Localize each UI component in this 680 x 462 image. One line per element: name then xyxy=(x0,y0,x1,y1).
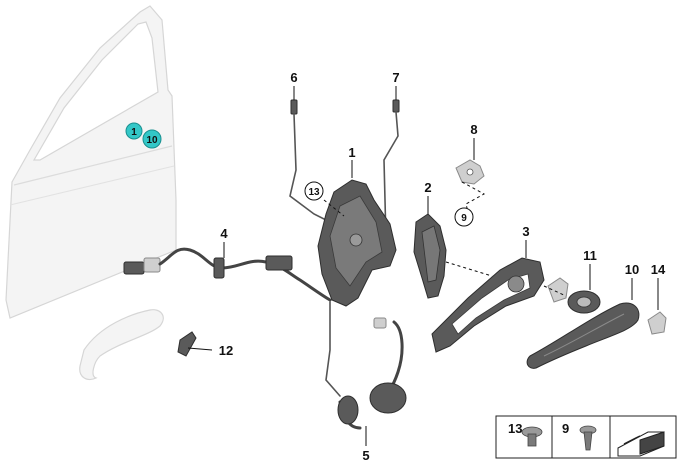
part-1-door-lock xyxy=(317,160,397,307)
callout-5[interactable]: 5 xyxy=(362,448,369,462)
svg-text:1: 1 xyxy=(131,127,137,138)
svg-text:13: 13 xyxy=(308,187,320,198)
screw-13-icon xyxy=(521,426,543,447)
fastener-symbol-icon xyxy=(617,431,665,457)
callout-7[interactable]: 7 xyxy=(392,70,399,85)
part-3-handle-carrier xyxy=(431,240,545,353)
callout-9[interactable]: 9 xyxy=(454,207,474,227)
callout-10[interactable]: 10 xyxy=(625,262,639,277)
door-badge-10[interactable]: 10 xyxy=(142,129,162,149)
outer-handle-ghost xyxy=(79,309,164,381)
part-10-outer-handle xyxy=(526,278,640,369)
part-14-cap xyxy=(647,278,667,335)
part-7-rod xyxy=(383,86,400,241)
part-12-clip xyxy=(177,331,213,357)
part-8-catch-bracket xyxy=(455,138,486,213)
legend-item-9-label: 9 xyxy=(562,421,569,436)
part-5-cable-grommet xyxy=(325,301,407,446)
screw-9-icon xyxy=(579,425,597,451)
callout-1[interactable]: 1 xyxy=(348,145,355,160)
door-badge-1[interactable]: 1 xyxy=(125,122,143,140)
callout-8[interactable]: 8 xyxy=(470,122,477,137)
callout-13[interactable]: 13 xyxy=(304,181,324,201)
part-6-rod xyxy=(289,86,331,223)
legend-item-13-label: 13 xyxy=(508,421,522,436)
part-11-lock-cylinder xyxy=(543,264,601,314)
callout-11[interactable]: 11 xyxy=(583,248,597,263)
part-4-bowden-cable xyxy=(123,242,332,302)
svg-text:10: 10 xyxy=(146,135,158,146)
callout-14[interactable]: 14 xyxy=(651,262,666,277)
callout-3[interactable]: 3 xyxy=(522,224,529,239)
svg-text:9: 9 xyxy=(461,213,467,224)
legend-box: 13 9 xyxy=(495,415,677,459)
callout-2[interactable]: 2 xyxy=(424,180,431,195)
part-13-screw-ref xyxy=(323,199,345,217)
door-illustration xyxy=(5,5,177,319)
callout-12[interactable]: 12 xyxy=(219,343,233,358)
part-2-bracket xyxy=(413,196,493,299)
callout-6[interactable]: 6 xyxy=(290,70,297,85)
callout-4[interactable]: 4 xyxy=(220,226,228,241)
